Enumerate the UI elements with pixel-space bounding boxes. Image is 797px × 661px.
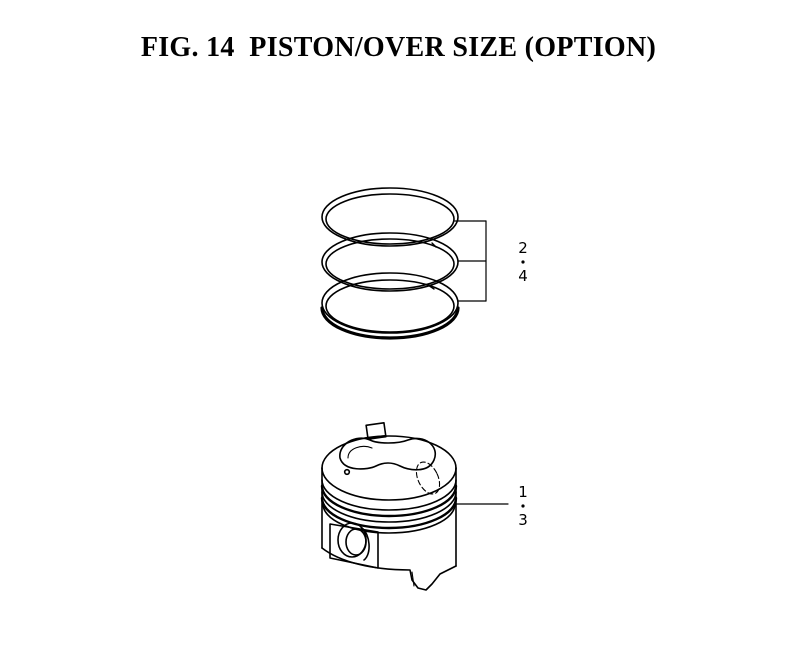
piston-ring-oil [320,272,460,340]
piston [320,422,458,591]
rings-callout-number-top: 2 [518,239,528,257]
piston-callout-dot [521,504,525,508]
piston-pin-bore [329,522,379,569]
rings-callout-number-bottom: 4 [518,267,528,285]
piston-ring-top [321,187,459,247]
rings-callout-bracket [454,220,487,302]
piston-callout-number-bottom: 3 [518,511,528,529]
piston-crown-bowl [339,437,437,471]
piston-pin-indicator [415,461,441,495]
figure-title: FIG. 14 PISTON/OVER SIZE (OPTION) [140,32,657,63]
rings-callout-dot [521,260,525,264]
rings-callout-label: 2 4 [518,239,528,285]
piston-ring-middle [321,232,459,292]
piston-callout-number-top: 1 [518,483,528,501]
piston-ring-set [320,187,460,340]
piston-callout-label: 1 3 [518,483,528,529]
